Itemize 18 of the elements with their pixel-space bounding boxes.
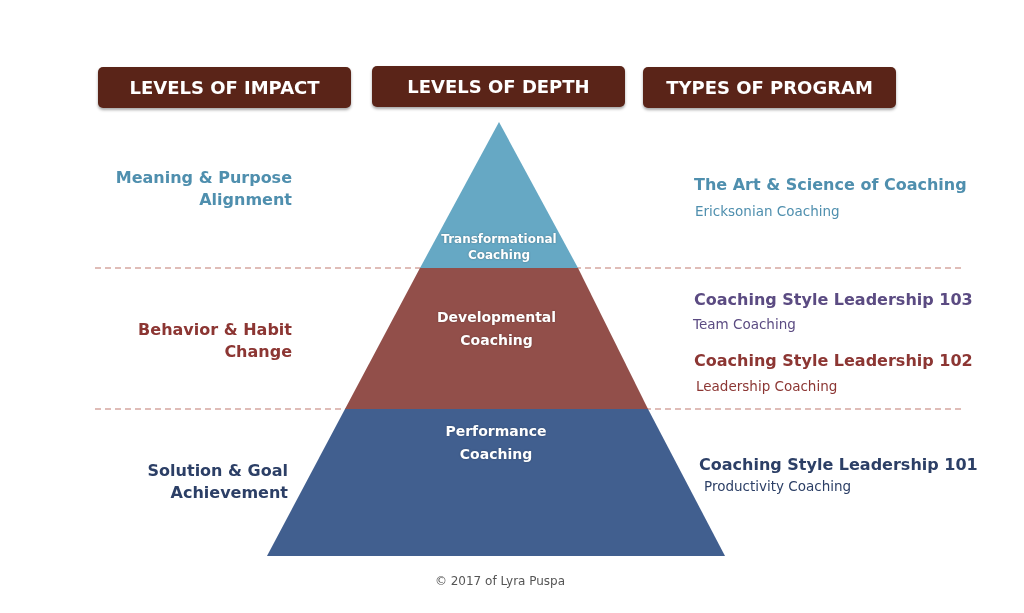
impact-label: Solution & Goal Achievement	[147, 461, 288, 502]
program-title: Coaching Style Leadership 101	[699, 455, 978, 474]
header-banner: TYPES OF PROGRAM	[643, 67, 896, 108]
tier-label: Developmental Coaching	[435, 307, 558, 350]
program-subtitle: Productivity Coaching	[704, 478, 852, 494]
copyright-caption: © 2017 of Lyra Puspa	[434, 574, 566, 588]
program-title: Coaching Style Leadership 103	[694, 290, 973, 309]
program-title: The Art & Science of Coaching	[694, 175, 967, 194]
program-title: Coaching Style Leadership 102	[694, 351, 973, 370]
tier-label: Transformational Coaching	[440, 231, 558, 263]
program-subtitle: Ericksonian Coaching	[695, 203, 840, 219]
tier-label: Performance Coaching	[444, 421, 548, 464]
program-subtitle: Leadership Coaching	[696, 378, 838, 394]
impact-label: Meaning & Purpose Alignment	[115, 168, 292, 209]
program-subtitle: Team Coaching	[693, 316, 796, 332]
header-banner: LEVELS OF DEPTH	[372, 66, 625, 107]
impact-label: Behavior & Habit Change	[138, 320, 292, 361]
header-banner: LEVELS OF IMPACT	[98, 67, 351, 108]
